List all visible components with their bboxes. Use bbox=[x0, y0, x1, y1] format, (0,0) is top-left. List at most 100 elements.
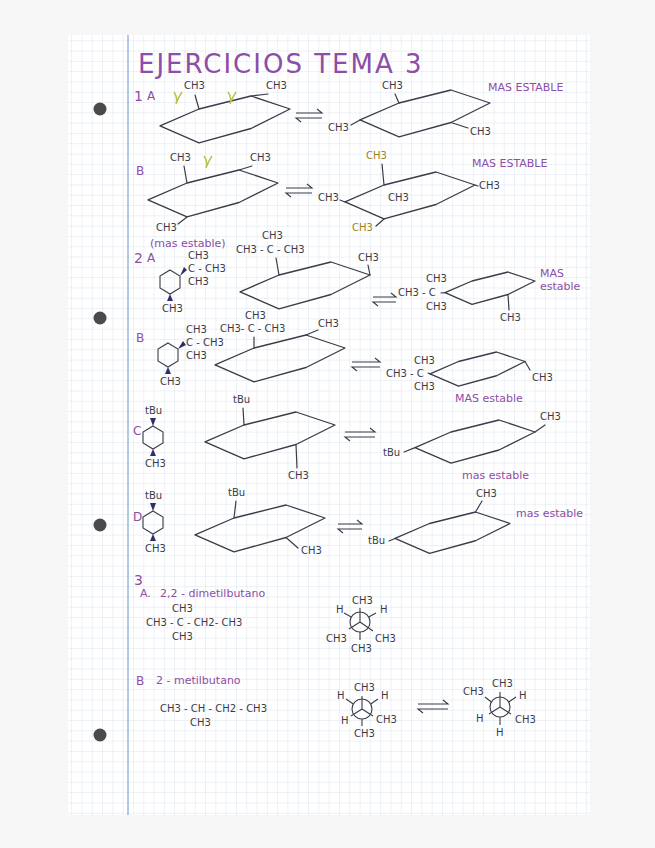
text-label: CH3 bbox=[354, 728, 375, 740]
text-label: C - CH3 bbox=[188, 263, 226, 275]
text-label: CH3 bbox=[479, 180, 500, 192]
text-label: D bbox=[133, 511, 142, 525]
text-label: 2 bbox=[134, 250, 143, 266]
drawing-part bbox=[195, 505, 325, 552]
text-label: CH3 - C bbox=[398, 287, 436, 299]
text-label: H bbox=[381, 690, 389, 702]
drawing-part bbox=[344, 608, 376, 640]
text-label: tBu bbox=[145, 490, 162, 502]
drawing-part bbox=[94, 729, 107, 742]
drawing-part bbox=[418, 700, 448, 713]
drawing-part bbox=[430, 352, 525, 386]
text-label: CH3 bbox=[354, 682, 375, 694]
drawing-part bbox=[94, 103, 107, 116]
text-label: C bbox=[133, 425, 141, 439]
text-label: MAS ESTABLE bbox=[488, 82, 563, 95]
grid-paper bbox=[68, 35, 590, 815]
drawing-part bbox=[150, 534, 156, 541]
text-label: CH3 - C - CH3 bbox=[236, 244, 305, 256]
drawing-part bbox=[165, 367, 171, 374]
text-label: MAS estable bbox=[455, 393, 523, 406]
text-label: CH3 bbox=[426, 273, 447, 285]
drawing-part bbox=[158, 343, 178, 367]
drawing-part bbox=[174, 92, 182, 104]
drawing-part bbox=[415, 420, 535, 463]
text-label: CH3 bbox=[156, 222, 177, 234]
text-label: CH3 bbox=[352, 595, 373, 607]
text-label: CH3 bbox=[186, 324, 207, 336]
text-label: C - CH3 bbox=[186, 337, 224, 349]
text-label: 2 - metilbutano bbox=[156, 675, 241, 688]
text-label: CH3 bbox=[250, 152, 271, 164]
text-label: H bbox=[336, 604, 344, 616]
margin-line bbox=[127, 35, 128, 815]
drawing-part bbox=[178, 341, 186, 349]
text-label: CH3 bbox=[318, 318, 339, 330]
text-label: CH3 bbox=[500, 312, 521, 324]
text-label: (mas estable) bbox=[150, 238, 226, 251]
text-label: CH3 bbox=[492, 678, 513, 690]
text-label: CH3 bbox=[352, 222, 373, 234]
drawing-part bbox=[94, 312, 107, 325]
drawing-part bbox=[240, 262, 370, 309]
text-label: CH3 bbox=[186, 350, 207, 362]
paper-sheet bbox=[68, 35, 590, 815]
drawing-part bbox=[180, 267, 187, 276]
text-label: CH3 - CH - CH2 - CH3 bbox=[160, 703, 267, 715]
drawing-part bbox=[286, 184, 312, 197]
text-label: CH3 bbox=[382, 80, 403, 92]
drawing-part bbox=[167, 294, 173, 301]
text-label: H bbox=[337, 690, 345, 702]
text-label: CH3 bbox=[188, 276, 209, 288]
drawing-part bbox=[150, 418, 156, 426]
text-label: CH3 bbox=[375, 633, 396, 645]
text-label: CH3 bbox=[184, 80, 205, 92]
text-label: CH3 bbox=[358, 252, 379, 264]
text-label: CH3 bbox=[366, 150, 387, 162]
text-label: mas estable bbox=[516, 508, 583, 521]
drawing-part bbox=[352, 358, 380, 371]
text-label: H bbox=[496, 727, 504, 739]
drawing-part bbox=[276, 258, 509, 310]
text-label: tBu bbox=[228, 487, 245, 499]
drawing-part bbox=[150, 503, 156, 511]
text-label: CH3 bbox=[172, 631, 193, 643]
drawing-part bbox=[296, 109, 322, 122]
drawing-part bbox=[485, 692, 516, 725]
text-label: H bbox=[519, 690, 527, 702]
text-label: CH3 bbox=[414, 381, 435, 393]
text-label: CH3- C - CH3 bbox=[220, 323, 285, 335]
text-label: CH3 bbox=[170, 152, 191, 164]
text-label: CH3 bbox=[266, 80, 287, 92]
drawing-part bbox=[445, 272, 535, 304]
equilibrium-arrows bbox=[286, 109, 448, 713]
text-label: tBu bbox=[383, 447, 400, 459]
text-label: CH3 bbox=[470, 126, 491, 138]
text-label: CH3 bbox=[245, 310, 266, 322]
page-title: EJERCICIOS TEMA 3 bbox=[138, 50, 424, 79]
text-label: mas estable bbox=[462, 470, 529, 483]
text-label: A. bbox=[140, 588, 151, 601]
text-label: CH3 bbox=[301, 545, 322, 557]
text-label: 2,2 - dimetilbutano bbox=[160, 588, 265, 601]
text-label: CH3 bbox=[188, 250, 209, 262]
text-label: CH3 - C - CH2- CH3 bbox=[146, 617, 242, 629]
text-label: CH3 bbox=[145, 543, 166, 555]
text-label: MAS ESTABLE bbox=[472, 158, 547, 171]
text-label: CH3 bbox=[172, 603, 193, 615]
drawing-part bbox=[243, 408, 545, 468]
text-label: A bbox=[147, 90, 155, 104]
drawing-part bbox=[395, 512, 510, 553]
drawing-part bbox=[204, 156, 212, 168]
text-label: CH3 bbox=[532, 372, 553, 384]
text-label: CH3 bbox=[515, 714, 536, 726]
text-label: CH3 bbox=[414, 355, 435, 367]
newman-projections bbox=[344, 608, 516, 726]
text-label: CH3 bbox=[426, 301, 447, 313]
text-label: CH3 bbox=[162, 303, 183, 315]
text-label: CH3 bbox=[463, 686, 484, 698]
text-label: B bbox=[136, 165, 144, 179]
